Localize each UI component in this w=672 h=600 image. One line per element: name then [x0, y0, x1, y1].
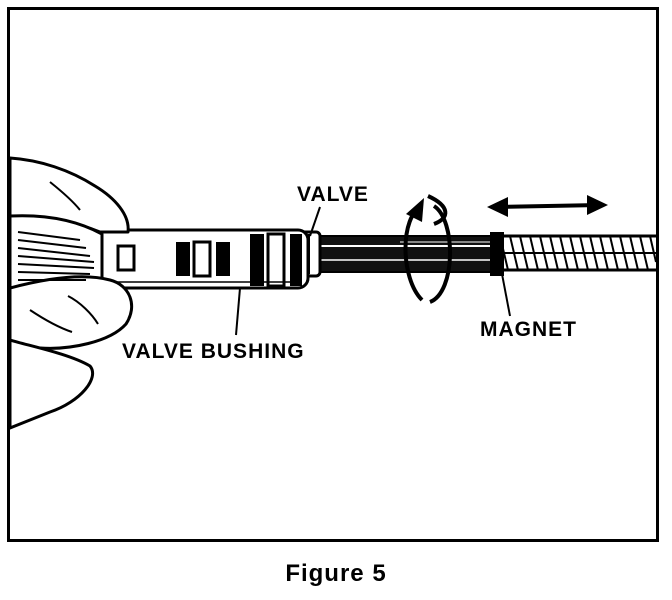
- rotation-arrowhead: [406, 198, 424, 222]
- figure-caption: Figure 5: [285, 560, 387, 587]
- magnet-label: MAGNET: [480, 318, 577, 341]
- magnet-rod: [493, 234, 656, 272]
- hand-drawing: [10, 156, 134, 430]
- hand-shading: [17, 231, 95, 281]
- valve-bushing-label: VALVE BUSHING: [122, 340, 305, 363]
- push-pull-arrow: [487, 195, 608, 217]
- valve-label: VALVE: [297, 183, 369, 206]
- figure-frame: VALVE MAGNET VALVE BUSHING: [7, 7, 659, 542]
- valve-bushing-part: [96, 228, 310, 290]
- leader-lines: [235, 206, 511, 336]
- valve-removal-illustration: [10, 156, 656, 430]
